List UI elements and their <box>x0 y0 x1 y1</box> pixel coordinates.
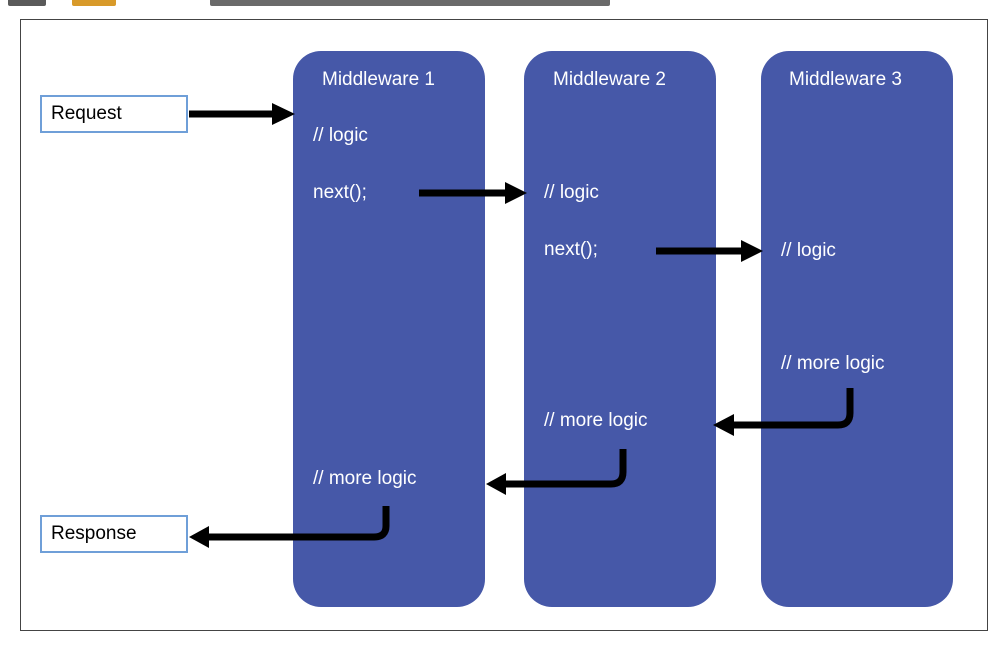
middleware-3-title: Middleware 3 <box>789 69 902 90</box>
middleware-2-title: Middleware 2 <box>553 69 666 90</box>
return-arrow-2-to-1 <box>505 449 627 488</box>
next-arrowhead-2-to-3 <box>741 240 763 262</box>
middleware-2-next-label: next(); <box>544 239 598 260</box>
middleware-3-logic-label: // logic <box>781 240 836 261</box>
next-arrowhead-1-to-2 <box>505 182 527 204</box>
response-box: Response <box>40 515 188 553</box>
response-arrowhead <box>189 526 209 548</box>
middleware-1-next-label: next(); <box>313 182 367 203</box>
middleware-1-logic-label: // logic <box>313 125 368 146</box>
response-arrow <box>208 506 390 541</box>
cropped-header-strip <box>0 0 1004 10</box>
middleware-1-more-logic-label: // more logic <box>313 468 417 489</box>
request-box: Request <box>40 95 188 133</box>
middleware-3-more-logic-label: // more logic <box>781 353 885 374</box>
return-arrowhead-2-to-1 <box>486 473 506 495</box>
middleware-2-column <box>524 51 716 607</box>
middleware-2-more-logic-label: // more logic <box>544 410 648 431</box>
middleware-1-title: Middleware 1 <box>322 69 435 90</box>
middleware-3-column <box>761 51 953 607</box>
request-arrowhead <box>272 103 295 125</box>
return-arrowhead-3-to-2 <box>713 414 734 436</box>
return-arrow-3-to-2 <box>733 388 854 429</box>
middleware-2-logic-label: // logic <box>544 182 599 203</box>
